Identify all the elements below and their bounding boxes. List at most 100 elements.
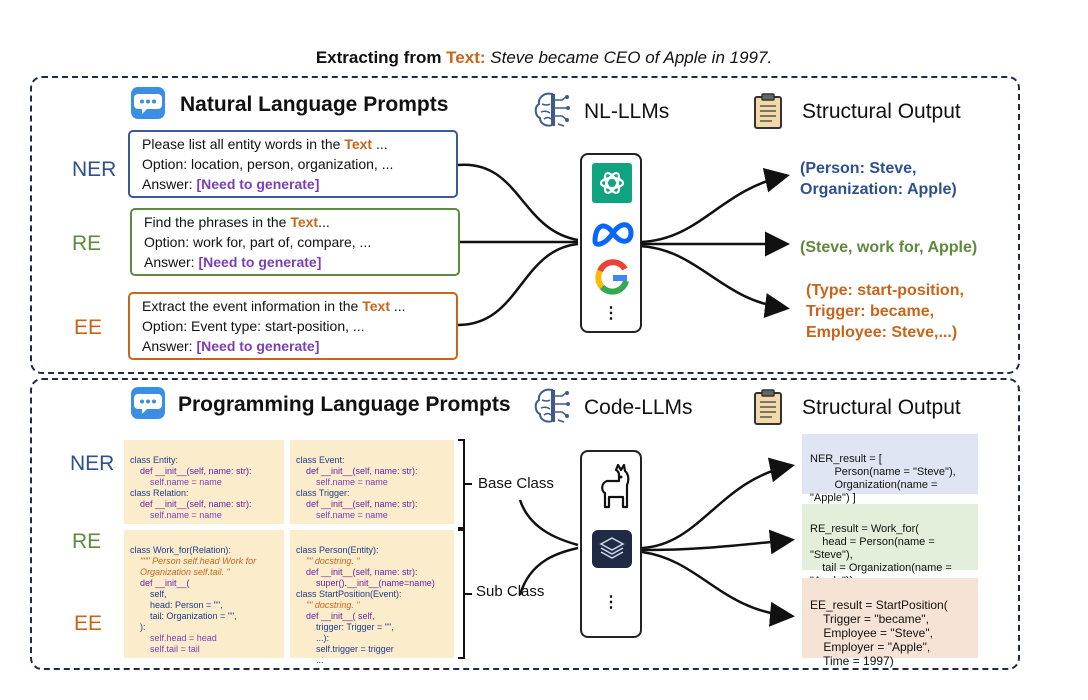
nl-llm-label: NL-LLMs <box>584 100 670 123</box>
code-output-header: Structural Output <box>802 396 961 419</box>
nl-llm-box: ⋮ <box>580 153 642 333</box>
code-line: head: Person = "", <box>130 600 223 610</box>
code-line: def __init__( <box>130 578 190 588</box>
brain-circuit-icon <box>534 388 570 423</box>
meta-logo-icon <box>592 222 634 247</box>
code-line: class Relation: <box>130 488 189 498</box>
code-line: class Person(Entity): <box>296 545 379 555</box>
clipboard-icon <box>754 389 782 425</box>
title-prefix: Extracting from <box>315 48 447 67</box>
code-block-event: class Event: def __init__(self, name: st… <box>290 440 454 524</box>
code-task-ner: NER <box>70 452 115 475</box>
code-line: self.tail = tail <box>130 644 200 654</box>
code-line: ): <box>130 622 146 632</box>
nl-task-re: RE <box>72 232 102 255</box>
code-line: self.name = name <box>296 510 388 520</box>
more-models-indicator: ⋮ <box>603 594 619 611</box>
prompt-keyword: Text <box>290 214 319 230</box>
openai-logo-icon <box>592 163 632 203</box>
output-line: Employee: Steve,...) <box>806 324 958 341</box>
prompt-keyword: Text <box>362 298 390 314</box>
prompt-line: Find the phrases in the <box>144 214 291 230</box>
code-line: Time = 1997) <box>810 654 894 668</box>
code-line: def __init__(self, name: str): <box>296 499 418 509</box>
code-llm-label: Code-LLMs <box>584 396 693 419</box>
prompt-generate: [Need to generate] <box>196 176 320 192</box>
code-line: def __init__(self, name: str): <box>130 466 252 476</box>
prompt-option: Option: Event type: start-position, ... <box>142 318 365 334</box>
nl-prompt-re: Find the phrases in the Text... Option: … <box>130 208 460 276</box>
output-line: (Person: Steve, <box>800 160 917 177</box>
output-line: (Type: start-position, <box>806 282 964 299</box>
code-line: def __init__(self, name: str): <box>130 499 252 509</box>
code-line: super().__init__(name=name) <box>296 578 435 588</box>
nl-output-ee: (Type: start-position, Trigger: became, … <box>806 280 964 343</box>
code-block-entity: class Entity: def __init__(self, name: s… <box>124 440 284 524</box>
prompt-answer: Answer: <box>142 176 197 192</box>
code-line: RE_result = Work_for( <box>810 523 919 535</box>
code-header: Programming Language Prompts <box>178 393 511 416</box>
code-llm-box: ⋮ <box>580 450 642 638</box>
prompt-line: Extract the event information in the <box>142 298 363 314</box>
code-line: Trigger = "became", <box>810 612 929 626</box>
code-line: class Work_for(Relation): <box>130 545 231 555</box>
code-line: self, <box>130 589 167 599</box>
code-line: tail = Organization(name = <box>810 562 952 574</box>
prompt-answer: Answer: <box>142 338 197 354</box>
code-line: def __init__(self, name: str): <box>296 466 418 476</box>
code-task-ee: EE <box>74 612 103 635</box>
code-line: "" docstring. " <box>296 556 360 566</box>
google-logo-icon <box>595 259 629 295</box>
code-line: EE_result = StartPosition( <box>810 598 948 612</box>
code-line: class Trigger: <box>296 488 350 498</box>
code-line: Organization self.tail. " <box>130 567 230 577</box>
code-model-logo-icon <box>592 530 632 568</box>
output-line: Organization: Apple) <box>800 181 957 198</box>
prompt-answer: Answer: <box>144 254 199 270</box>
code-line: head = Person(name = <box>810 536 935 548</box>
code-output-re: RE_result = Work_for( head = Person(name… <box>802 504 978 587</box>
prompt-keyword: Text <box>344 136 373 152</box>
nl-output-header: Structural Output <box>802 100 961 123</box>
code-line: self.head = head <box>130 633 217 643</box>
prompt-option: Option: work for, part of, compare, ... <box>144 234 372 250</box>
code-line: def __init__( self, <box>296 611 375 621</box>
prompt-line-end: ... <box>389 298 406 314</box>
code-line: Employee = "Steve", <box>810 626 933 640</box>
prompt-line-end: ... <box>372 136 388 152</box>
code-line: self.name = name <box>296 477 388 487</box>
code-line: class Entity: <box>130 455 179 465</box>
more-models-indicator: ⋮ <box>603 305 619 322</box>
code-line: ... <box>296 655 324 665</box>
code-task-re: RE <box>72 530 102 553</box>
nl-header: Natural Language Prompts <box>180 93 449 116</box>
code-output-ner: NER_result = [ Person(name = "Steve"), O… <box>802 434 978 504</box>
nl-task-ner: NER <box>72 158 117 181</box>
code-line: self.name = name <box>130 477 222 487</box>
output-line: Trigger: became, <box>806 303 935 320</box>
sub-class-label: Sub Class <box>476 583 545 600</box>
code-line: self.name = name <box>130 510 222 520</box>
code-line: class Event: <box>296 455 345 465</box>
code-line: def __init__(self, name: str): <box>296 567 418 577</box>
code-line: """ Person self.head Work for <box>130 556 257 566</box>
nl-task-ee: EE <box>74 316 103 339</box>
code-line: Employer = "Apple", <box>810 640 931 654</box>
prompt-line: Please list all entity words in the <box>142 136 345 152</box>
code-line: Organization(name = <box>810 479 938 491</box>
title-text-word: Text: <box>446 48 486 67</box>
title-sentence: Steve became CEO of Apple in 1997. <box>485 48 773 67</box>
code-line: "Apple") ] <box>810 492 856 504</box>
llama-icon <box>601 464 630 509</box>
code-line: tail: Organization = "", <box>130 611 237 621</box>
prompt-option: Option: location, person, organization, … <box>142 156 394 172</box>
nl-panel <box>30 76 1020 374</box>
code-line: Person(name = "Steve"), <box>810 466 956 478</box>
clipboard-icon <box>754 93 782 129</box>
code-block-workfor: class Work_for(Relation): """ Person sel… <box>124 530 284 658</box>
code-block-person: class Person(Entity): "" docstring. " de… <box>290 530 454 665</box>
code-line: trigger: Trigger = "", <box>296 622 394 632</box>
prompt-line-end: ... <box>318 214 330 230</box>
code-output-ee: EE_result = StartPosition( Trigger = "be… <box>802 578 978 668</box>
prompt-generate: [Need to generate] <box>196 338 320 354</box>
